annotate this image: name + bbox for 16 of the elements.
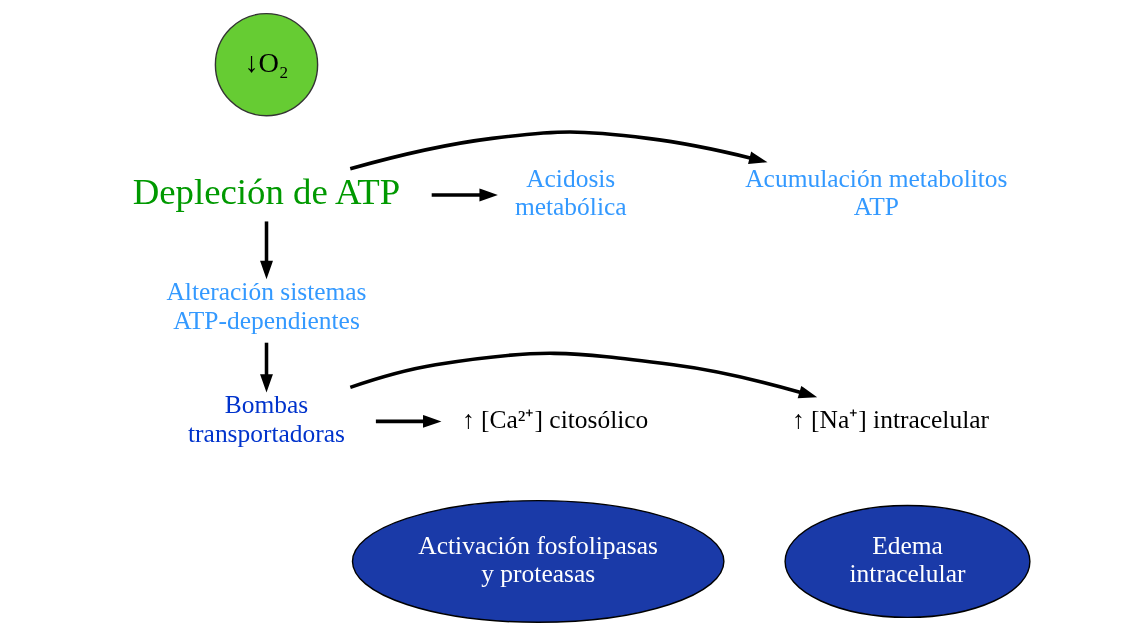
node-text: ↑ [Ca²⁺] citosólico bbox=[461, 404, 648, 434]
arrow bbox=[349, 351, 817, 399]
arrow bbox=[259, 342, 273, 393]
node-ellipse: Edema intracelular bbox=[783, 504, 1031, 619]
node-text: Acidosis metabólica bbox=[514, 164, 627, 222]
arrow bbox=[375, 414, 441, 428]
arrow bbox=[431, 188, 498, 202]
node-ellipse: Activación fosfolipasas y proteasas bbox=[351, 499, 725, 623]
node-text: Alteración sistemas ATP-dependientes bbox=[165, 277, 367, 335]
node-text: ↑ [Na⁺] intracelular bbox=[791, 404, 989, 434]
node-text: Depleción de ATP bbox=[132, 170, 400, 212]
arrow bbox=[259, 221, 273, 280]
node-text: Bombas transportadoras bbox=[187, 390, 345, 448]
node-text: Acumulación metabolitos ATP bbox=[744, 164, 1007, 222]
arrow bbox=[349, 130, 767, 171]
node-circle: ↓O₂ bbox=[214, 12, 318, 117]
